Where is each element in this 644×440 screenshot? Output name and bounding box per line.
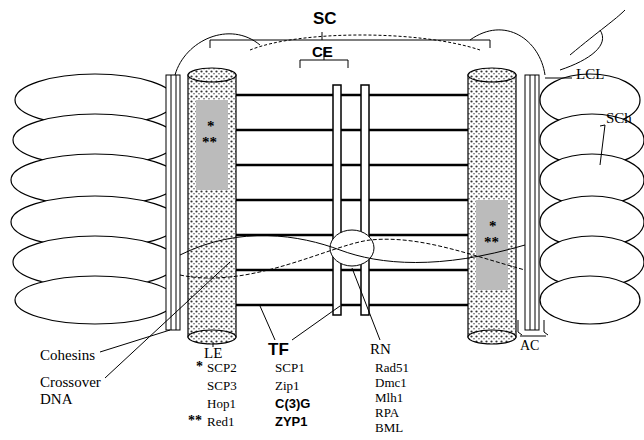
protein-name: C(3)G — [275, 397, 310, 411]
protein-name: Dmc1 — [375, 376, 407, 390]
protein-mark: ** — [202, 134, 217, 151]
protein-mark: ** — [188, 413, 202, 428]
structure-label: AC — [520, 338, 539, 353]
protein-name: Rad51 — [375, 361, 409, 375]
structure-label: SCh — [606, 110, 632, 127]
protein-mark: * — [207, 118, 215, 135]
protein-mark: * — [489, 218, 497, 235]
protein-name: SCP1 — [275, 361, 305, 375]
structure-label: TF — [268, 341, 289, 360]
protein-mark: * — [196, 359, 203, 374]
protein-name: SCP3 — [207, 379, 237, 393]
protein-name: Red1 — [207, 415, 234, 429]
protein-name: Zip1 — [275, 379, 300, 393]
protein-name: RPA — [375, 406, 399, 420]
protein-mark: ** — [484, 234, 499, 251]
structure-label: RN — [370, 341, 391, 358]
protein-name: Hop1 — [207, 397, 236, 411]
structure-label: SC — [313, 10, 337, 29]
protein-name: Mlh1 — [375, 391, 403, 405]
protein-name: SCP2 — [207, 361, 237, 375]
structure-label: CE — [312, 44, 333, 61]
structure-label: LE — [204, 345, 222, 362]
protein-name: ZYP1 — [275, 415, 308, 429]
structure-label: LCL — [576, 66, 604, 83]
protein-name: BML — [375, 421, 403, 435]
structure-label: Crossover DNA — [40, 374, 110, 407]
structure-label: Cohesins — [40, 347, 95, 364]
